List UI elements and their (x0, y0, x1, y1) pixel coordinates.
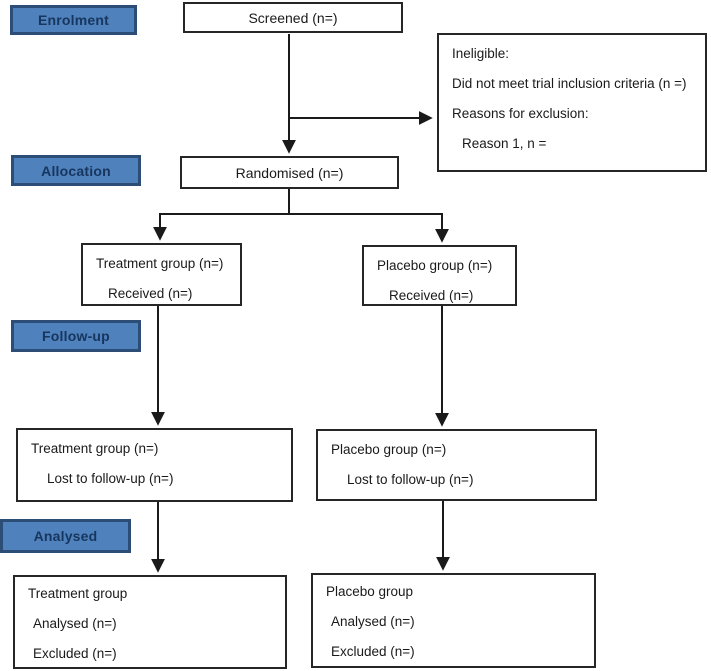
box-analysed-treatment-analysed: Analysed (n=) (33, 616, 117, 631)
box-allocation-placebo-received: Received (n=) (389, 288, 474, 303)
box-analysed-placebo-title: Placebo group (326, 584, 414, 599)
box-analysed-placebo-excluded: Excluded (n=) (331, 644, 415, 659)
stage-label-enrolment-text: Enrolment (37, 12, 110, 28)
box-analysed-treatment-excluded: Excluded (n=) (33, 646, 117, 661)
stage-label-analysed-text: Analysed (33, 528, 98, 544)
box-analysed-treatment: Treatment group Analysed (n=) Excluded (… (13, 575, 287, 669)
box-ineligible-criteria: Did not meet trial inclusion criteria (n… (452, 76, 687, 91)
box-followup-treatment-title: Treatment group (n=) (31, 441, 159, 456)
box-ineligible-title: Ineligible: (452, 46, 510, 61)
box-randomised-title: Randomised (n=) (235, 164, 344, 181)
box-analysed-treatment-title: Treatment group (28, 586, 128, 601)
box-followup-treatment-lost: Lost to follow-up (n=) (47, 471, 174, 486)
box-analysed-placebo-analysed: Analysed (n=) (331, 614, 415, 629)
box-allocation-treatment: Treatment group (n=) Received (n=) (81, 243, 242, 306)
stage-label-followup-text: Follow-up (42, 328, 110, 344)
box-ineligible-reason-1: Reason 1, n = (462, 136, 547, 151)
box-followup-placebo-lost: Lost to follow-up (n=) (347, 472, 474, 487)
box-followup-placebo-title: Placebo group (n=) (331, 442, 447, 457)
box-ineligible: Ineligible: Did not meet trial inclusion… (437, 33, 707, 172)
box-allocation-placebo: Placebo group (n=) Received (n=) (362, 245, 517, 306)
stage-label-allocation-text: Allocation (41, 162, 111, 179)
box-randomised: Randomised (n=) (180, 156, 399, 189)
box-analysed-placebo: Placebo group Analysed (n=) Excluded (n=… (311, 573, 596, 668)
box-screened: Screened (n=) (183, 2, 403, 33)
stage-label-followup: Follow-up (11, 320, 141, 352)
stage-label-allocation: Allocation (11, 155, 141, 186)
box-followup-treatment: Treatment group (n=) Lost to follow-up (… (16, 428, 293, 502)
box-allocation-treatment-received: Received (n=) (108, 286, 193, 301)
box-screened-title: Screened (n=) (248, 9, 338, 26)
box-ineligible-reasons-heading: Reasons for exclusion: (452, 106, 589, 121)
box-followup-placebo: Placebo group (n=) Lost to follow-up (n=… (316, 429, 597, 501)
box-allocation-treatment-title: Treatment group (n=) (96, 256, 224, 271)
stage-label-analysed: Analysed (0, 519, 131, 553)
box-allocation-placebo-title: Placebo group (n=) (377, 258, 493, 273)
stage-label-enrolment: Enrolment (10, 5, 137, 35)
